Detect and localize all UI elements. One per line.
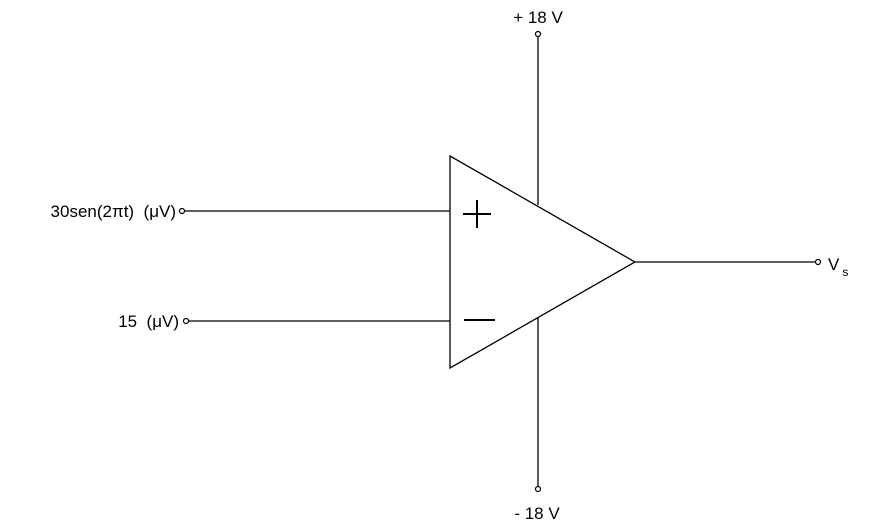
negative-supply-label: - 18 V bbox=[514, 504, 560, 523]
noninverting-symbol bbox=[463, 200, 491, 228]
positive-supply-terminal bbox=[534, 30, 542, 38]
negative-supply-terminal bbox=[534, 485, 542, 493]
noninverting-input-terminal bbox=[178, 207, 186, 215]
inverting-input-terminal bbox=[182, 317, 190, 325]
inverting-input-label: 15 (μV) bbox=[118, 312, 179, 331]
output-label-main: V bbox=[828, 255, 840, 274]
op-amp-triangle bbox=[449, 154, 637, 370]
output-label-subscript: s bbox=[842, 265, 848, 279]
positive-supply-label: + 18 V bbox=[513, 8, 563, 27]
output-terminal bbox=[814, 258, 822, 266]
noninverting-input-label: 30sen(2πt) (μV) bbox=[51, 202, 176, 221]
